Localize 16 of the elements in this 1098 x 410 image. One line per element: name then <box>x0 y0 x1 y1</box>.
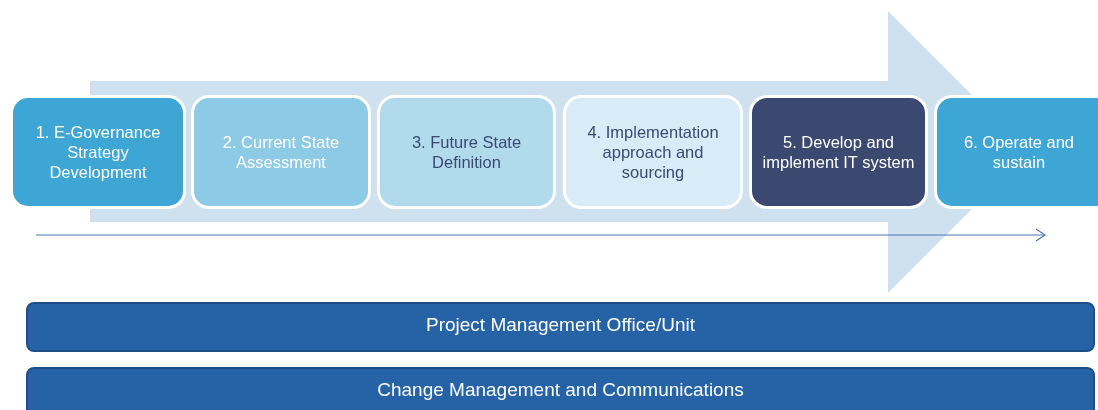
step-label: 2. Current State Assessment <box>221 132 341 172</box>
banner-bar <box>26 367 1095 410</box>
process-box <box>10 95 186 209</box>
step-label: Project Management Office/Unit <box>426 313 695 337</box>
banner-bar <box>26 302 1095 352</box>
step-label: 1. E-Governance Strategy Development <box>34 122 162 182</box>
process-box <box>563 95 743 209</box>
process-box <box>191 95 371 209</box>
process-box <box>377 95 556 209</box>
step-label: 5. Develop and implement IT system <box>761 132 916 172</box>
step-label: 4. Implementation approach and sourcing <box>586 122 720 182</box>
step-label: 6. Operate and sustain <box>962 132 1076 172</box>
process-box <box>934 95 1098 209</box>
step-label: Change Management and Communications <box>377 378 744 402</box>
step-label: 3. Future State Definition <box>410 132 523 172</box>
process-box <box>749 95 928 209</box>
